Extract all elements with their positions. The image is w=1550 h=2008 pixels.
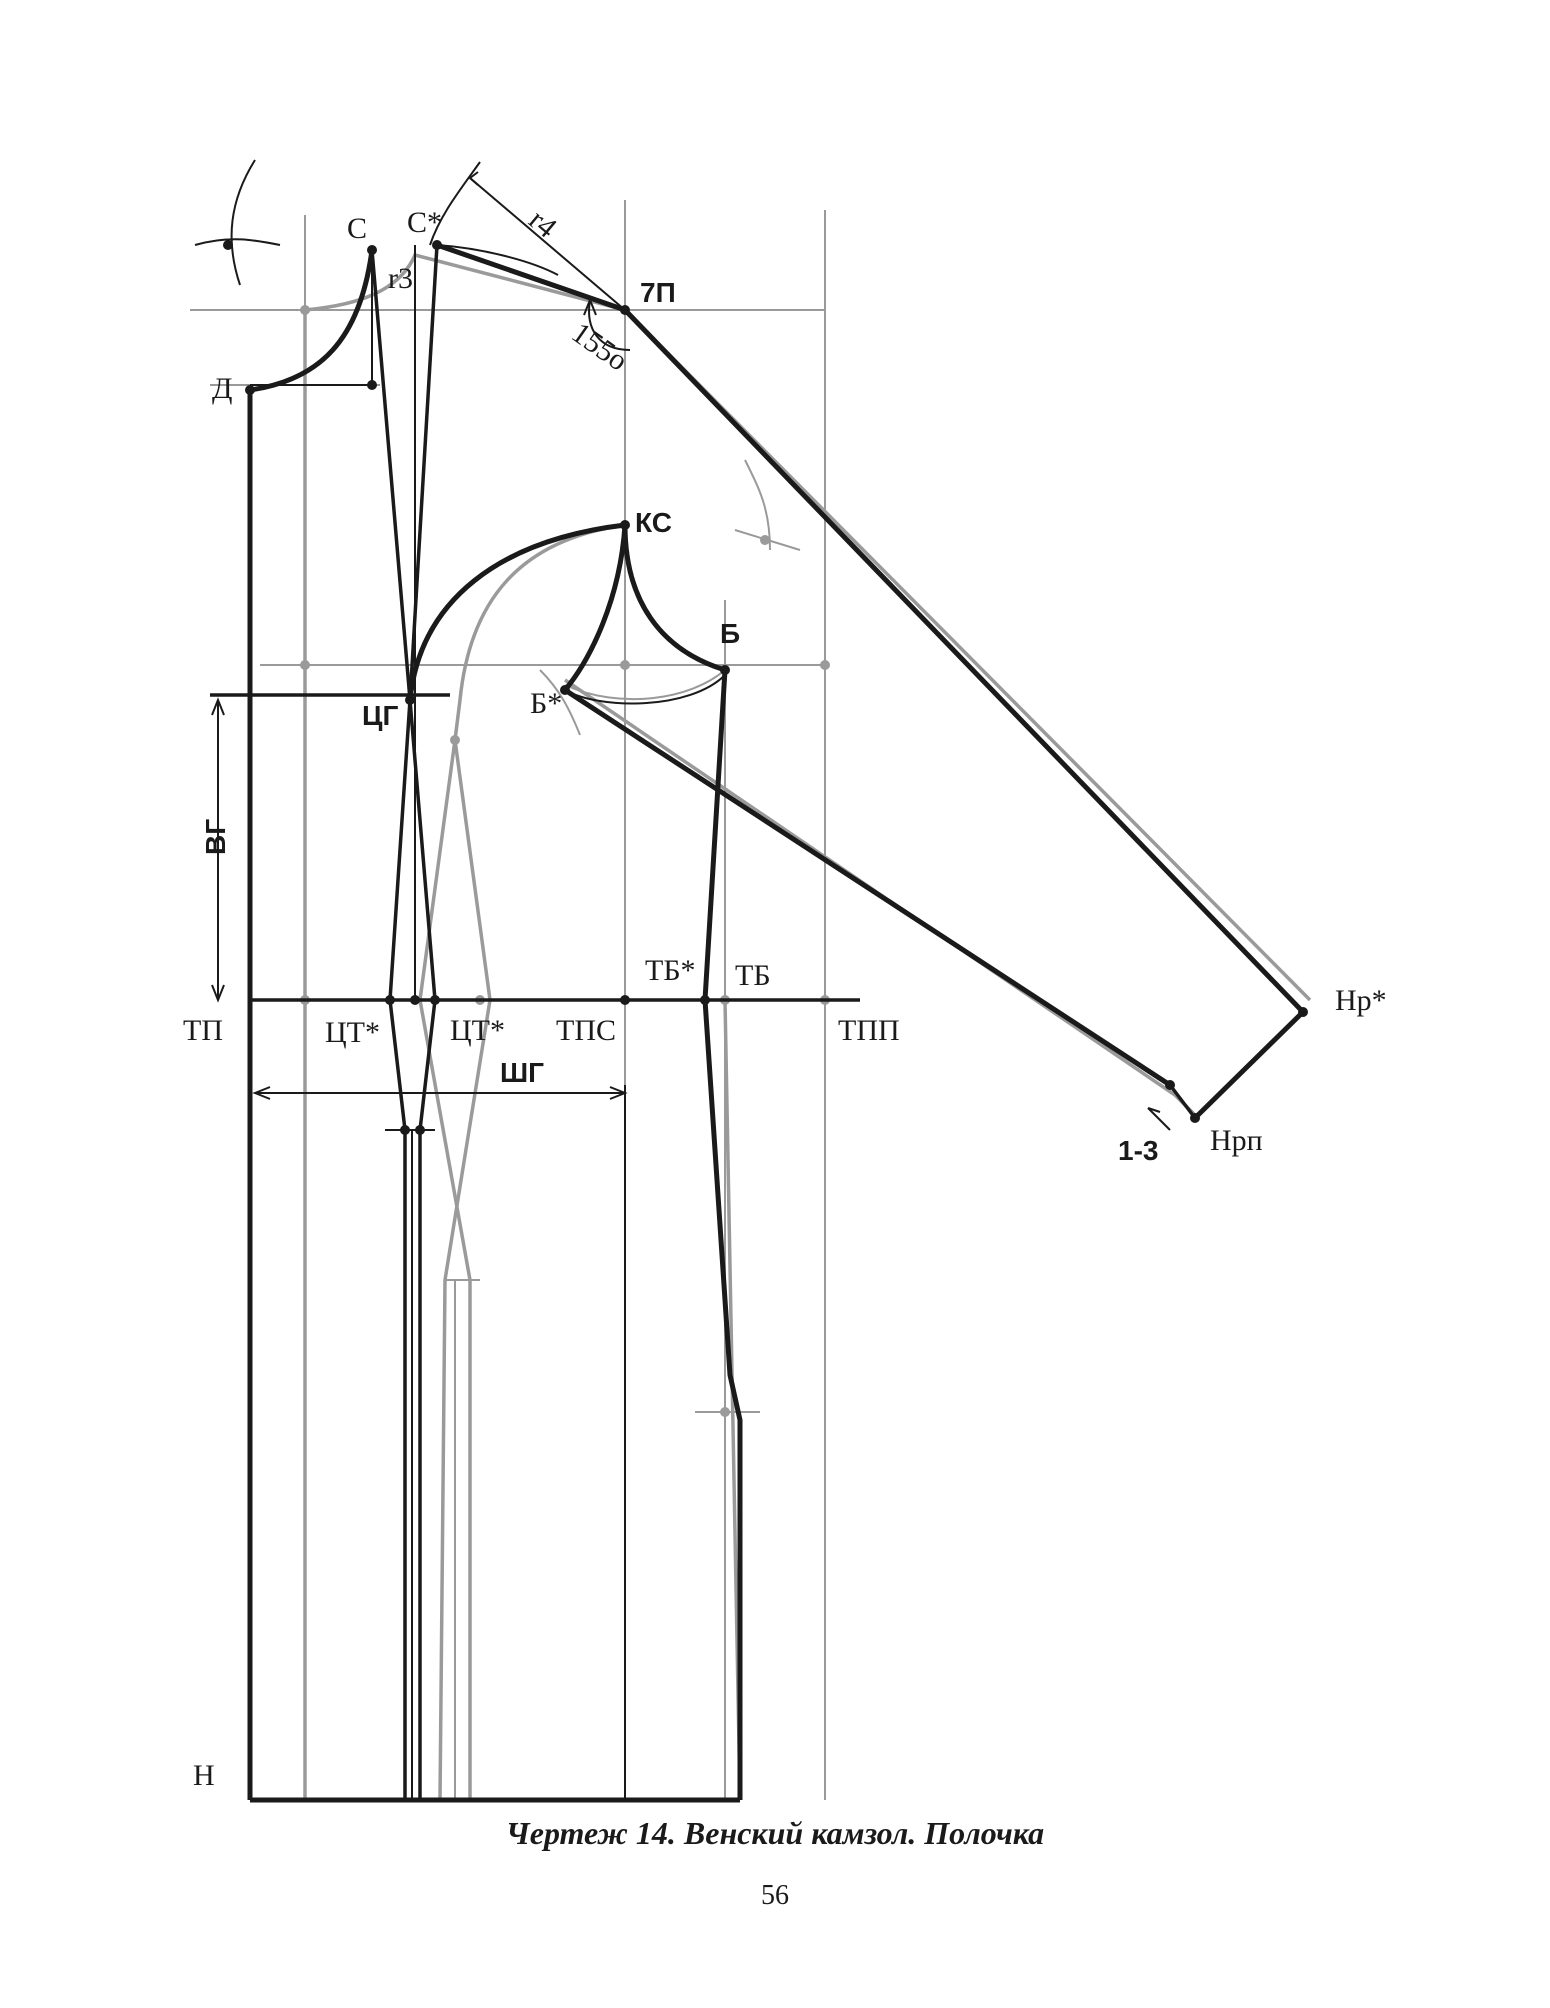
point-labels: С С* r3 r4 7П 155о Д КС Б Б* ЦГ ВГ ТБ* Т… (183, 203, 1387, 1792)
label-vg: ВГ (200, 819, 231, 855)
label-ct-star-right: ЦТ* (450, 1014, 505, 1047)
label-tp: ТП (183, 1014, 223, 1047)
label-7p: 7П (640, 277, 676, 308)
label-tb-star: ТБ* (645, 954, 696, 987)
label-r3: r3 (388, 262, 413, 295)
label-tpp: ТПП (838, 1014, 900, 1047)
original-outline (303, 252, 1312, 1801)
label-d: Д (212, 372, 232, 405)
page-number: 56 (761, 1880, 789, 1911)
label-shg: ШГ (500, 1057, 544, 1088)
label-b-star: Б* (530, 687, 562, 720)
label-1-3: 1-3 (1118, 1135, 1158, 1166)
label-b: Б (720, 618, 740, 649)
label-tps: ТПС (556, 1014, 616, 1047)
label-r4: r4 (523, 203, 563, 244)
label-nr-star: Нр* (1335, 984, 1387, 1017)
label-tb: ТБ (735, 959, 771, 992)
label-ks: КС (635, 507, 672, 538)
construction-points (300, 305, 830, 1417)
label-c: С (347, 212, 367, 245)
label-nrp: Нрп (1210, 1124, 1263, 1157)
label-cg: ЦГ (362, 700, 398, 731)
label-c-star: С* (407, 206, 442, 239)
key-points (223, 240, 1308, 1135)
label-angle: 155о (566, 316, 634, 377)
label-n: Н (193, 1759, 215, 1792)
label-ct-star-left: ЦТ* (325, 1016, 380, 1049)
final-outline (194, 159, 1305, 1803)
figure-caption: Чертеж 14. Венский камзол. Полочка (505, 1815, 1045, 1851)
